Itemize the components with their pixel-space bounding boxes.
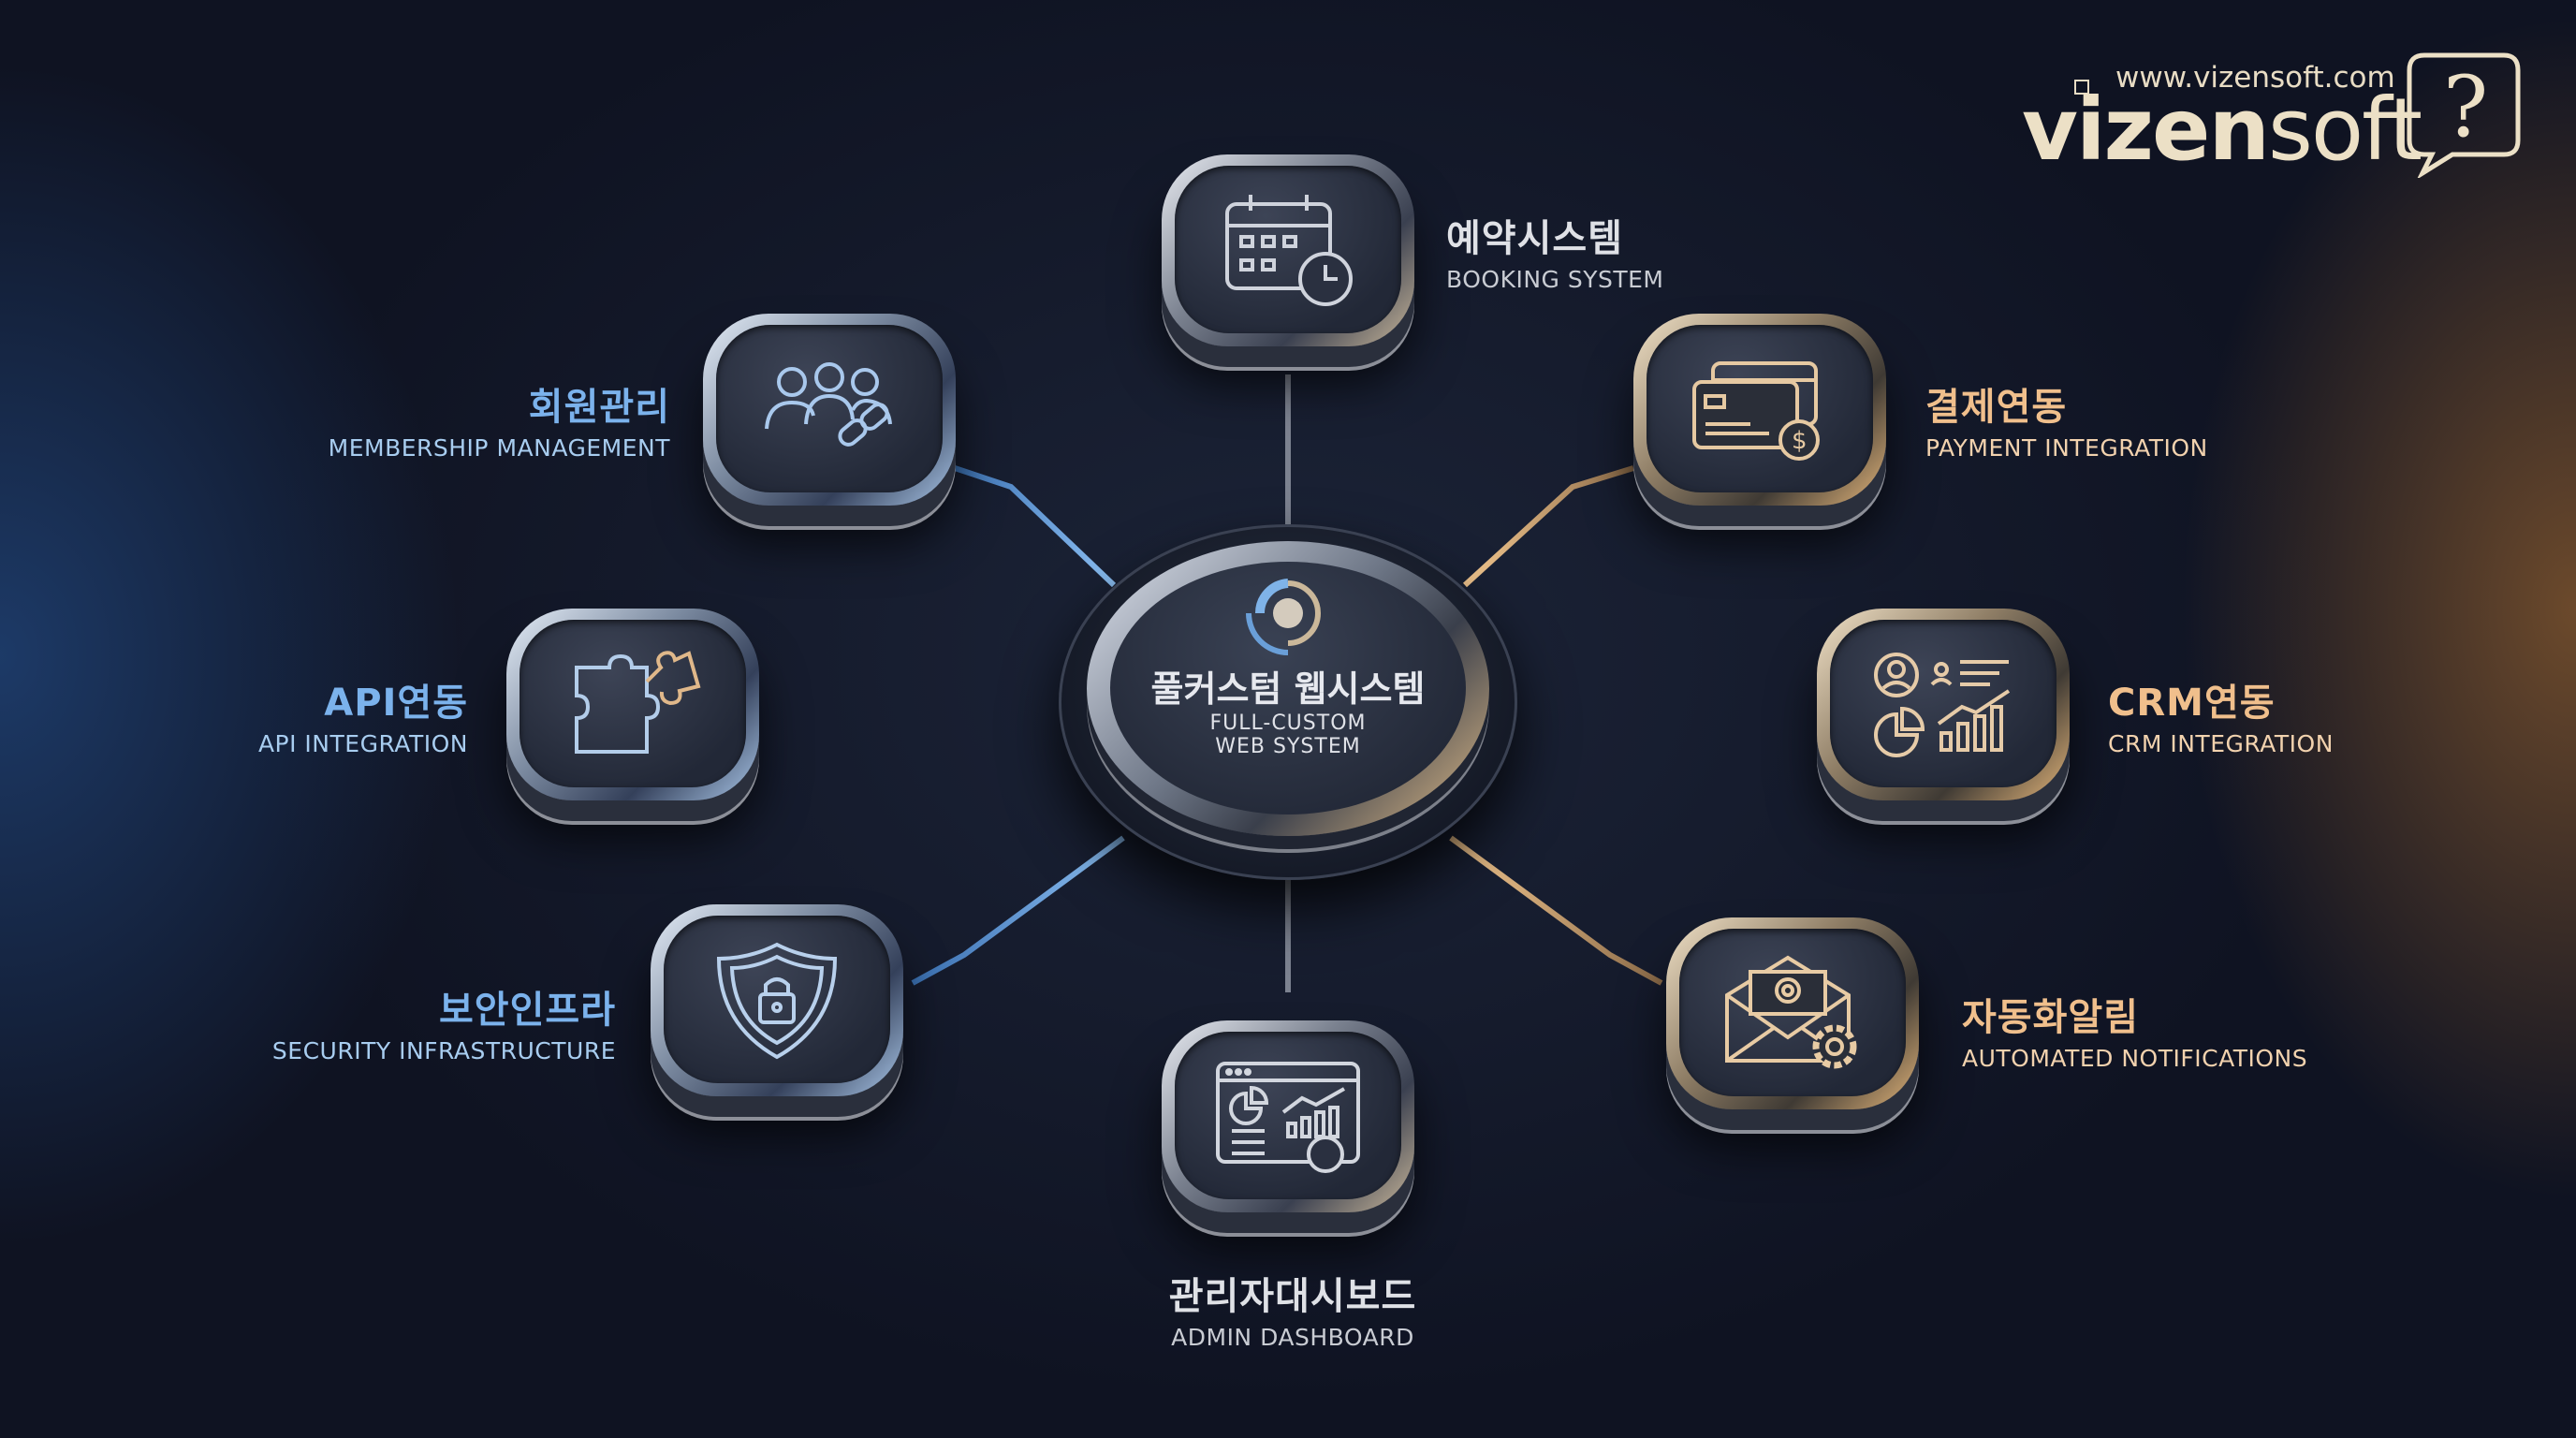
puzzle-icon xyxy=(575,650,701,754)
logo-name-bold: vizen xyxy=(2022,80,2270,180)
payment-title-en: PAYMENT INTEGRATION xyxy=(1925,434,2208,462)
line-payment xyxy=(1462,465,1634,588)
logo-name-light: soft xyxy=(2267,80,2422,180)
crm-title-ko: CRM연동 xyxy=(2108,682,2276,725)
admin-title-ko: 관리자대시보드 xyxy=(1168,1275,1417,1318)
line-security xyxy=(911,835,1125,986)
shield-lock-icon xyxy=(716,942,838,1059)
envelope-gear-icon xyxy=(1725,955,1857,1068)
node-notifications[interactable] xyxy=(1666,917,1919,1109)
line-membership xyxy=(954,465,1117,588)
security-title-ko: 보안인프라 xyxy=(439,989,616,1032)
calendar-clock-icon xyxy=(1225,194,1353,306)
hub-title-en-1: FULL-CUSTOM xyxy=(1209,712,1367,735)
dashboard-icon xyxy=(1216,1061,1360,1173)
membership-title-ko: 회원관리 xyxy=(528,386,670,429)
question-bubble-icon: ? xyxy=(2407,52,2521,178)
credit-card-dollar-icon: $ xyxy=(1692,360,1820,461)
node-payment[interactable]: $ xyxy=(1633,314,1886,506)
hub-title-ko: 풀커스텀 웹시스템 xyxy=(1150,668,1426,710)
admin-title-en: ADMIN DASHBOARD xyxy=(1171,1324,1414,1351)
security-title-en: SECURITY INFRASTRUCTURE xyxy=(271,1037,616,1064)
square-icon xyxy=(2074,80,2089,95)
node-api[interactable] xyxy=(506,609,759,800)
svg-text:?: ? xyxy=(2443,58,2488,156)
hub-title-en-2: WEB SYSTEM xyxy=(1215,735,1361,758)
node-membership[interactable] xyxy=(703,314,956,506)
crm-analytics-icon xyxy=(1874,652,2011,757)
payment-title-ko: 결제연동 xyxy=(1925,386,2068,429)
booking-title-en: BOOKING SYSTEM xyxy=(1446,266,1664,293)
membership-title-en: MEMBERSHIP MANAGEMENT xyxy=(328,434,670,462)
node-booking[interactable] xyxy=(1162,154,1414,346)
node-security[interactable] xyxy=(651,904,903,1096)
api-title-en: API INTEGRATION xyxy=(257,730,468,757)
node-admin[interactable] xyxy=(1162,1020,1414,1212)
notifications-title-ko: 자동화알림 xyxy=(1962,996,2139,1039)
crm-title-en: CRM INTEGRATION xyxy=(2108,730,2334,757)
booking-title-ko: 예약시스템 xyxy=(1446,217,1623,260)
logo-url[interactable]: www.vizensoft.com xyxy=(2115,61,2395,95)
line-notifications xyxy=(1449,835,1663,986)
node-crm[interactable] xyxy=(1817,609,2070,800)
api-title-ko: API연동 xyxy=(324,682,468,725)
hub-logo-icon xyxy=(1246,579,1322,655)
notifications-title-en: AUTOMATED NOTIFICATIONS xyxy=(1962,1045,2308,1072)
svg-text:$: $ xyxy=(1792,427,1808,455)
users-link-icon xyxy=(765,361,892,447)
